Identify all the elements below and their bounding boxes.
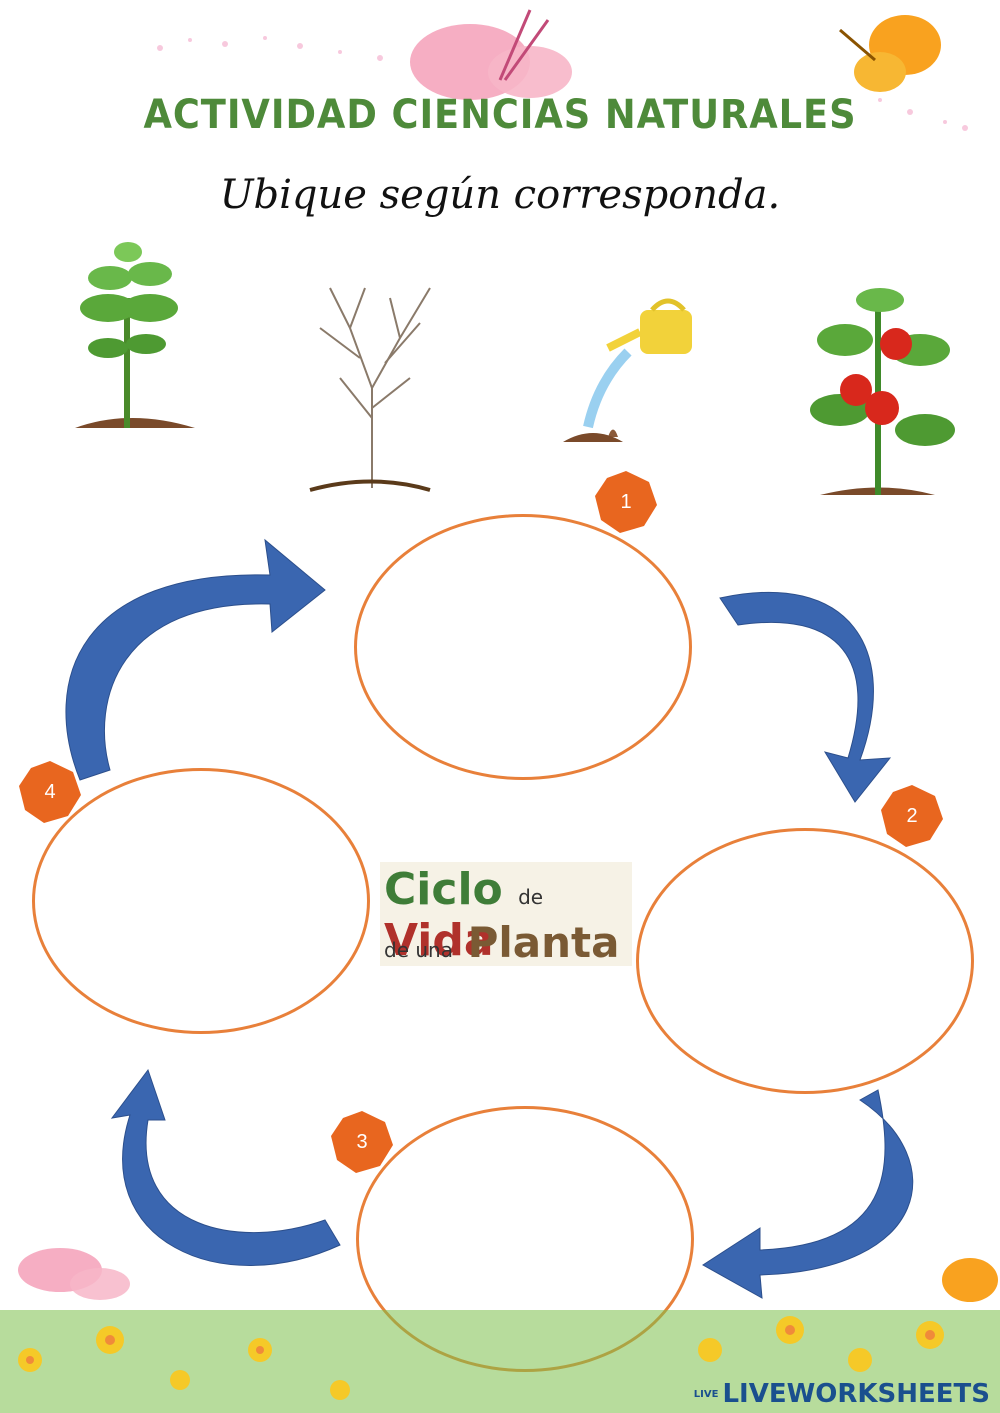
liveworksheets-mark: LIVE — [693, 1388, 719, 1400]
page-title: ACTIVIDAD CIENCIAS NATURALES — [143, 92, 857, 138]
step-badge-2: 2 — [880, 784, 944, 848]
watering-can-image[interactable] — [558, 292, 708, 452]
watermark-text: LIVEWORKSHEETS — [722, 1379, 990, 1409]
pink-butterfly-left-icon — [18, 1248, 130, 1300]
logo-word-vida: Vida — [384, 915, 494, 966]
step-number-3: 3 — [356, 1130, 368, 1153]
seedling-plant-image[interactable] — [40, 238, 205, 438]
drop-zone-4[interactable] — [32, 768, 370, 1034]
step-number-2: 2 — [906, 804, 918, 827]
orange-butterfly-icon — [839, 15, 941, 92]
step-badge-1: 1 — [594, 470, 658, 534]
arrow-4-to-1 — [65, 538, 326, 781]
logo-word-planta: Planta — [467, 918, 620, 967]
arrow-2-to-3 — [702, 1089, 914, 1299]
drop-zone-2[interactable] — [636, 828, 974, 1094]
logo-word-de-una: de una — [384, 938, 453, 962]
pink-butterfly-icon — [410, 9, 572, 100]
logo-word-de: de — [518, 885, 544, 909]
tomato-plant-image[interactable] — [800, 280, 960, 500]
instruction-text: Ubique según corresponda. — [219, 172, 781, 218]
logo-word-ciclo: Ciclo — [384, 864, 503, 915]
step-number-1: 1 — [620, 490, 632, 513]
step-badge-3: 3 — [330, 1110, 394, 1174]
bottom-decoration — [0, 1248, 1000, 1413]
step-badge-4: 4 — [18, 760, 82, 824]
drop-zone-1[interactable] — [354, 514, 692, 780]
sparkle-trail — [157, 36, 968, 131]
step-number-4: 4 — [44, 780, 56, 803]
orange-butterfly-right-icon — [942, 1258, 998, 1302]
arrow-1-to-2 — [719, 592, 892, 803]
cycle-logo: Ciclo de Vida de una Planta — [380, 862, 632, 967]
arrow-3-to-4 — [110, 1068, 341, 1266]
dry-plant-image[interactable] — [290, 268, 460, 498]
top-decoration — [157, 9, 968, 131]
